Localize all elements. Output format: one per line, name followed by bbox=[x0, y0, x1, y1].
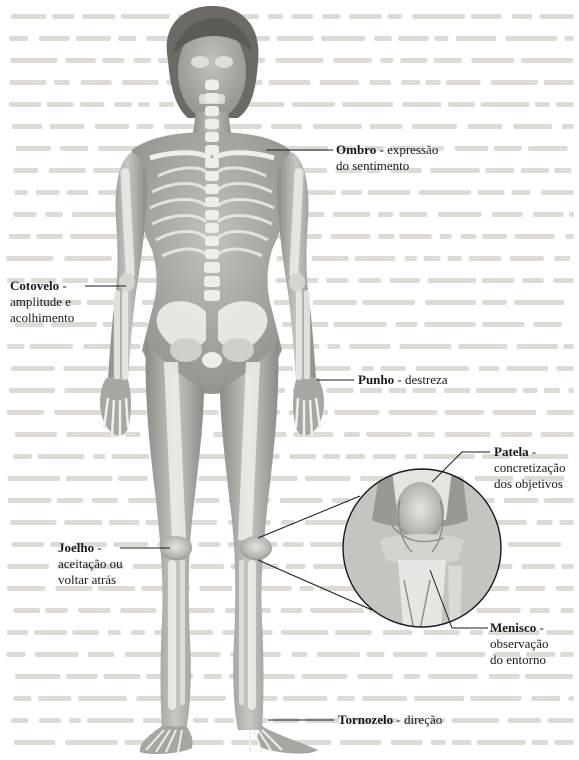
label-menisco-sep: - bbox=[536, 620, 544, 635]
label-joelho-term: Joelho bbox=[58, 540, 94, 555]
label-patela-sep: - bbox=[529, 444, 537, 459]
label-tornozelo-sep: - bbox=[393, 712, 404, 727]
label-patela-desc: concretização bbox=[494, 460, 565, 476]
label-patela: Patela - concretização dos objetivos bbox=[494, 444, 565, 492]
label-cotovelo-term: Cotovelo bbox=[10, 278, 59, 293]
label-ombro: Ombro - expressão do sentimento bbox=[336, 142, 438, 174]
right-arm bbox=[277, 152, 324, 436]
label-joelho-sep: - bbox=[94, 540, 102, 555]
label-joelho-desc2: voltar atrás bbox=[58, 572, 123, 588]
label-ombro-desc: expressão bbox=[387, 142, 438, 157]
label-cotovelo-desc2: acolhimento bbox=[10, 310, 74, 326]
left-arm bbox=[100, 152, 147, 436]
label-tornozelo-term: Tornozelo bbox=[338, 712, 393, 727]
label-punho-desc: destreza bbox=[405, 372, 448, 387]
label-joelho-desc: aceitação ou bbox=[58, 556, 123, 572]
label-menisco-desc2: do entorno bbox=[490, 652, 548, 668]
knee-zoom-inset bbox=[258, 464, 501, 640]
label-tornozelo: Tornozelo - direção bbox=[338, 712, 442, 728]
label-punho-sep: - bbox=[394, 372, 405, 387]
torso bbox=[131, 80, 292, 394]
label-cotovelo-desc: amplitude e bbox=[10, 294, 74, 310]
left-leg bbox=[140, 340, 204, 754]
label-ombro-desc2: do sentimento bbox=[336, 158, 438, 174]
label-menisco-desc: observação bbox=[490, 636, 548, 652]
label-menisco: Menisco - observação do entorno bbox=[490, 620, 548, 668]
label-cotovelo-sep: - bbox=[59, 278, 67, 293]
label-ombro-sep: - bbox=[376, 142, 387, 157]
label-ombro-term: Ombro bbox=[336, 142, 376, 157]
label-menisco-term: Menisco bbox=[490, 620, 536, 635]
label-tornozelo-desc: direção bbox=[404, 712, 442, 727]
label-punho-term: Punho bbox=[358, 372, 394, 387]
label-patela-term: Patela bbox=[494, 444, 529, 459]
label-punho: Punho - destreza bbox=[358, 372, 448, 388]
label-cotovelo: Cotovelo - amplitude e acolhimento bbox=[10, 278, 74, 326]
label-patela-desc2: dos objetivos bbox=[494, 476, 565, 492]
label-joelho: Joelho - aceitação ou voltar atrás bbox=[58, 540, 123, 588]
